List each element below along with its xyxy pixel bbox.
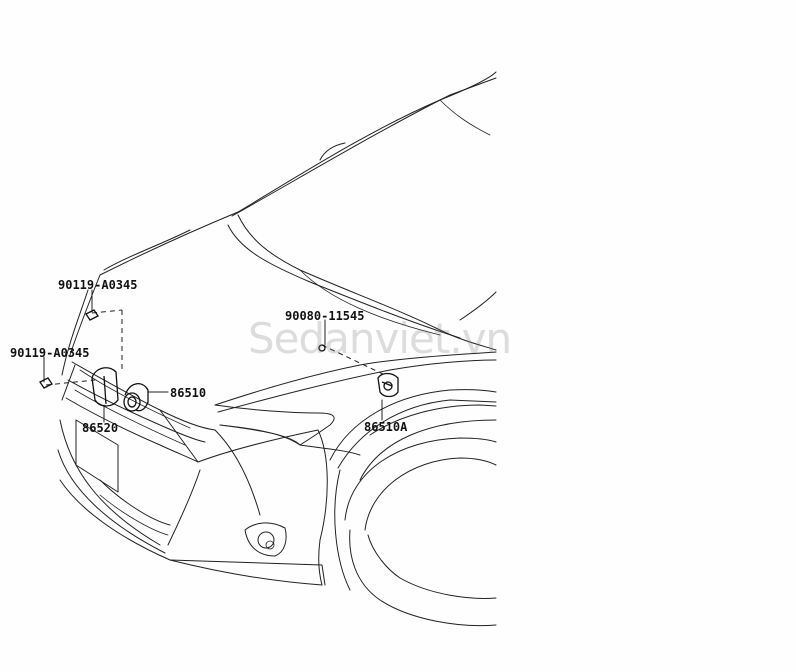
part-label-bolt-right: 90080-11545 xyxy=(285,309,365,323)
watermark: Sedanviet.vn xyxy=(248,314,512,363)
part-label-bolt-upper: 90119-A0345 xyxy=(58,278,138,292)
part-label-horn-right: 86510A xyxy=(364,420,408,434)
part-label-bolt-left: 90119-A0345 xyxy=(10,346,90,360)
part-label-horn-low: 86520 xyxy=(82,421,119,435)
part-label-horn-high: 86510 xyxy=(170,386,207,400)
